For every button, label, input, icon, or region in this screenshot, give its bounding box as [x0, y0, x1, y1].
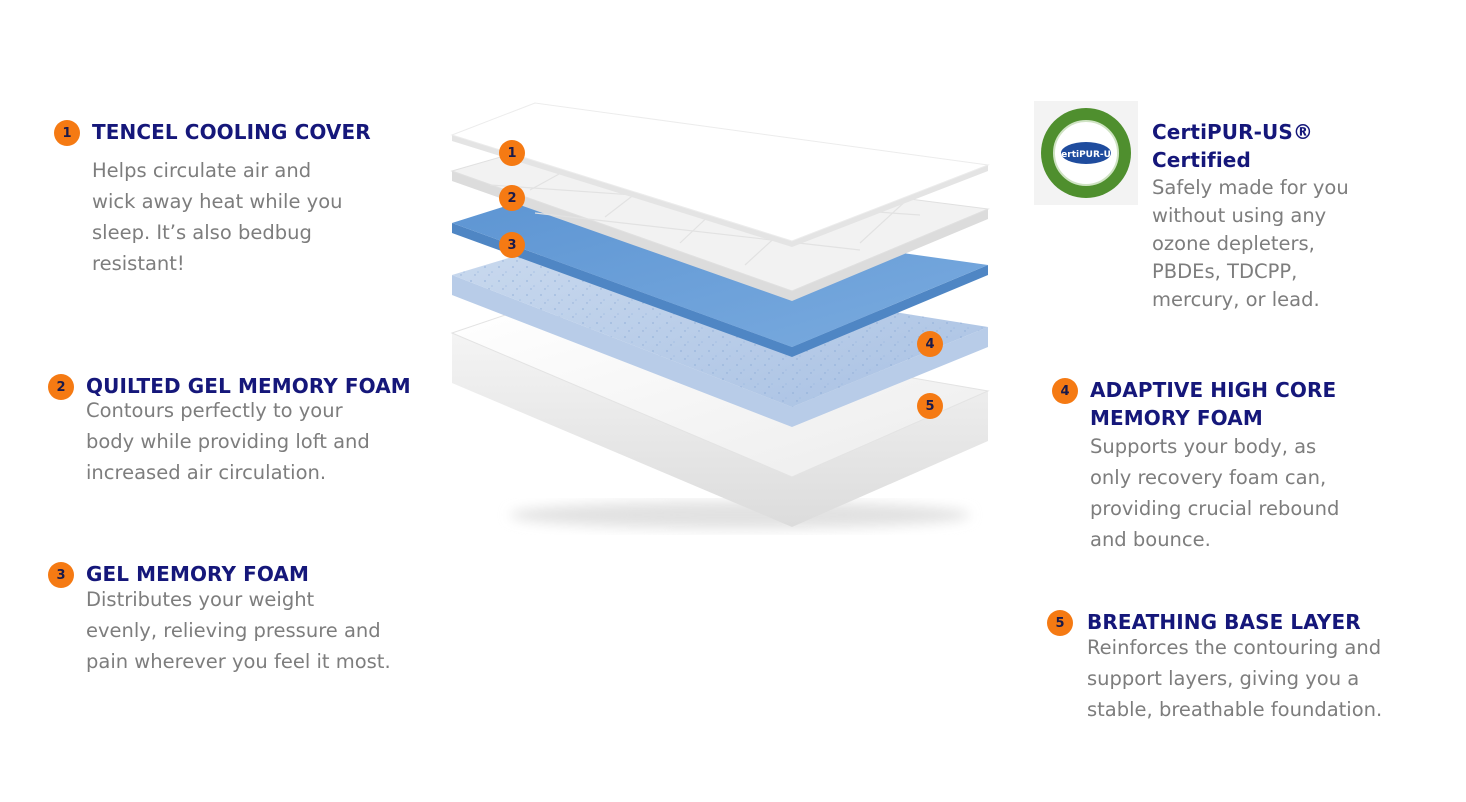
- layer-cover: [450, 102, 990, 247]
- base-shadow: [510, 501, 970, 529]
- quilt-line: [534, 212, 861, 251]
- layer-marker-5: 5: [917, 393, 943, 419]
- feature-description: Helps circulate air and wick away heat w…: [92, 159, 343, 275]
- certipur-seal-logo: CertiPUR-US: [1034, 101, 1138, 205]
- number-badge: 3: [48, 562, 74, 588]
- feature-description: Contours perfectly to your body while pr…: [86, 399, 370, 484]
- quilt-line: [859, 196, 911, 244]
- layer-marker-1: 1: [499, 140, 525, 166]
- number-badge: 1: [54, 120, 80, 146]
- certification-title: CertiPUR-US® Certified: [1152, 120, 1313, 172]
- layer-marker-4: 4: [917, 331, 943, 357]
- layer-marker-2: 2: [499, 185, 525, 211]
- feature-description: Supports your body, as only recovery foa…: [1090, 435, 1340, 551]
- number-badge: 5: [1047, 610, 1073, 636]
- feature-breathing-base-layer: 5 BREATHING BASE LAYER Reinforces the co…: [1047, 608, 1447, 738]
- cover-side: [452, 135, 988, 247]
- feature-title: ADAPTIVE HIGH CORE MEMORY FOAM: [1090, 378, 1337, 430]
- feature-gel-memory-foam: 3 GEL MEMORY FOAM Distributes your weigh…: [48, 560, 448, 690]
- feature-title: QUILTED GEL MEMORY FOAM: [86, 374, 411, 398]
- feature-title: BREATHING BASE LAYER: [1087, 610, 1361, 634]
- certification-block: CertiPUR-US® Certified Safely made for y…: [1152, 118, 1412, 318]
- quilted-side: [452, 171, 988, 301]
- feature-quilted-gel-memory-foam: 2 QUILTED GEL MEMORY FOAM Contours perfe…: [48, 372, 438, 502]
- number-badge: 4: [1052, 378, 1078, 404]
- feature-title: GEL MEMORY FOAM: [86, 562, 310, 586]
- number-badge: 2: [48, 374, 74, 400]
- adaptive-side: [452, 275, 988, 427]
- feature-description: Reinforces the contouring and support la…: [1087, 636, 1383, 721]
- feature-title: TENCEL COOLING COVER: [92, 120, 371, 144]
- feature-adaptive-high-core-memory-foam: 4 ADAPTIVE HIGH CORE MEMORY FOAM Support…: [1052, 376, 1412, 556]
- seal-center-oval: [1061, 142, 1111, 164]
- seal-text: CertiPUR-US: [1055, 150, 1118, 160]
- certification-description: Safely made for you without using any oz…: [1152, 176, 1349, 311]
- gel-side: [452, 223, 988, 357]
- mattress-layers-illustration: [450, 102, 990, 529]
- base-side: [452, 333, 988, 527]
- cover-top: [450, 102, 990, 242]
- feature-description: Distributes your weight evenly, relievin…: [86, 588, 391, 673]
- layer-marker-3: 3: [499, 232, 525, 258]
- feature-tencel-cooling-cover: 1 TENCEL COOLING COVER Helps circulate a…: [54, 118, 414, 288]
